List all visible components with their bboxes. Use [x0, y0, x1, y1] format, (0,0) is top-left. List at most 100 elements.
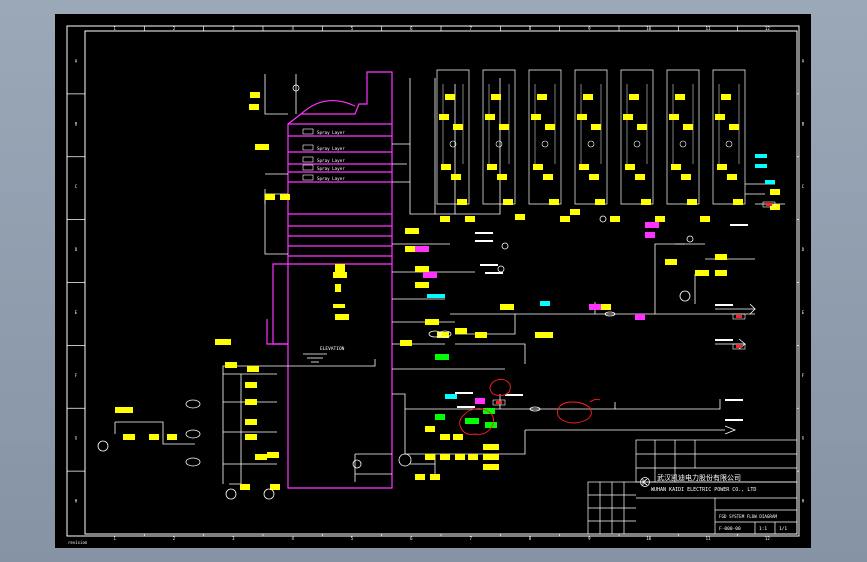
border-letter-left: A [75, 58, 78, 63]
border-number-bottom: 9 [588, 536, 591, 541]
border-letter-left: E [75, 310, 78, 315]
pump-module-tag [595, 199, 605, 205]
pump-module-tag [497, 174, 507, 180]
equipment-tag [423, 272, 437, 278]
instrument-tag [440, 434, 450, 440]
instrument-tag [430, 474, 440, 480]
border-letter-left: F [75, 373, 78, 378]
spray-header-symbol [302, 156, 314, 163]
instrument-tag [483, 464, 499, 470]
pump-module-tag [717, 164, 727, 170]
pump-module-frame [528, 69, 562, 205]
pump-module-tag [733, 199, 743, 205]
pump-module-tag [589, 174, 599, 180]
pump-module-tag [583, 94, 593, 100]
instrument-tag [455, 454, 465, 460]
border-number-bottom: 10 [646, 536, 651, 541]
instrument-tag [453, 434, 463, 440]
pump-module-tag [579, 164, 589, 170]
pump-module-tag [491, 94, 501, 100]
callout-tag [445, 394, 457, 399]
instrument-tag [415, 266, 429, 272]
pump-module-frame [482, 69, 516, 205]
instrument-tag [149, 434, 159, 440]
outer-frame [66, 25, 800, 537]
instrument-tag [715, 270, 727, 276]
annotation-text [725, 399, 743, 401]
instrument-tag [270, 484, 280, 490]
instrument-tag [249, 104, 259, 110]
valve-symbol [604, 311, 616, 317]
outlet-marker [736, 315, 742, 318]
instrument-tag [215, 339, 231, 345]
pump-module-tag [727, 174, 737, 180]
border-number-bottom: 4 [291, 536, 294, 541]
pump-module-instrument [449, 140, 457, 148]
instrument-tag [245, 382, 257, 388]
company-name-cn: 武汉凯迪电力股份有限公司 [657, 473, 741, 482]
pump-symbol [599, 215, 607, 223]
valve-symbol [185, 457, 201, 467]
valve-symbol [428, 330, 442, 338]
instrument-tag [255, 144, 269, 150]
instrument-tag [405, 228, 419, 234]
instrument-tag [468, 454, 478, 460]
callout-tag [765, 180, 775, 184]
instrument-tag [425, 454, 435, 460]
left-tower-inlet [264, 74, 288, 204]
pump-module-tag [577, 114, 587, 120]
company-logo [640, 477, 650, 487]
pump-module-tag [485, 114, 495, 120]
pump-symbol [97, 440, 109, 452]
left-feed [114, 421, 195, 445]
border-letter-left: D [75, 247, 78, 252]
instrument-tag [595, 304, 611, 310]
border-letter-right: B [802, 121, 805, 126]
pump-module-tag [545, 124, 555, 130]
pump-module-tag [543, 174, 553, 180]
pump-module-tag [641, 199, 651, 205]
instrument-tag [400, 340, 412, 346]
border-letter-right: E [802, 310, 805, 315]
border-number-bottom: 2 [173, 536, 176, 541]
instrument-tag [483, 444, 499, 450]
equipment-tag [645, 232, 655, 238]
pump-module-frame [620, 69, 654, 205]
instrument-tag [415, 282, 429, 288]
valve-symbol [438, 330, 452, 338]
spray-layer-label: Spray Layer [317, 176, 345, 181]
tower-internal [333, 304, 345, 308]
pump-module-tag [537, 94, 547, 100]
annotation-text [505, 394, 523, 396]
pump-module-tag [591, 124, 601, 130]
valve-symbol [185, 429, 201, 439]
outlet-box [732, 343, 746, 350]
equipment-tag [415, 246, 429, 252]
border-letter-right: F [802, 373, 805, 378]
absorber-tower [266, 71, 393, 489]
instrument-tag [167, 434, 177, 440]
callout-tag [755, 164, 767, 168]
analyzer-tag [483, 408, 495, 414]
pump-symbol [352, 459, 362, 469]
instrument-tag [245, 419, 257, 425]
pump-symbol [225, 488, 237, 500]
instrument-tag [240, 484, 250, 490]
circulation-pump-rack [436, 69, 746, 205]
pump-rack-header [409, 78, 501, 215]
outlet-box [492, 399, 506, 406]
border-letter-right: D [802, 247, 805, 252]
border-letter-right: A [802, 58, 805, 63]
border-letter-left: H [75, 499, 78, 504]
instrument-tag [665, 259, 677, 265]
border-letter-left: B [75, 121, 78, 126]
pump-module-tag [625, 164, 635, 170]
border-letter-left: C [75, 184, 78, 189]
spray-header-symbol [302, 144, 314, 151]
pump-module-tag [451, 174, 461, 180]
pump-module-tag [487, 164, 497, 170]
pump-module-tag [549, 199, 559, 205]
